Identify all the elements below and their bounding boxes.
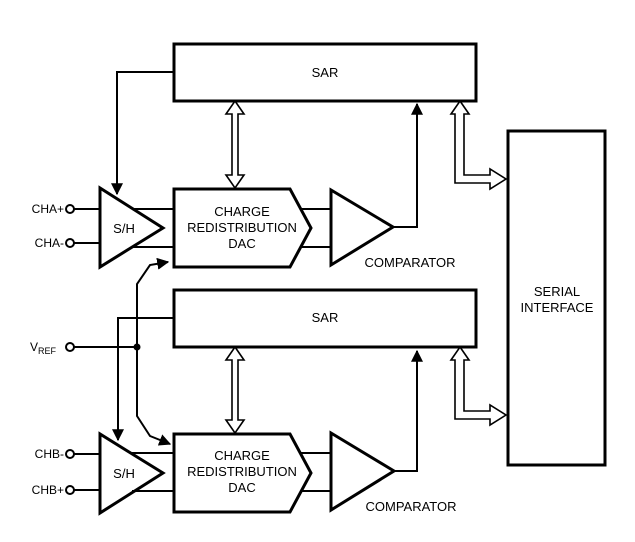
sh-top-label: S/H [113,221,135,236]
pin-cha-plus: CHA+ [32,202,64,216]
serial-interface-block: SERIAL INTERFACE [506,129,607,467]
dac-top-line2: REDISTRIBUTION [187,220,297,235]
dac-bottom-line3: DAC [228,480,255,495]
sar-dac-bus-bottom [224,345,246,435]
sh-top-amplifier: S/H [98,185,166,270]
vref-wiring [65,257,172,446]
sar-top-block: SAR [172,42,478,103]
pin-vref-main: V [30,340,38,354]
dac-bottom-block: CHARGE REDISTRIBUTION DAC [172,432,313,514]
sar-bottom-label: SAR [312,310,339,325]
dac-bottom-line2: REDISTRIBUTION [187,464,297,479]
sar-dac-bus-top [224,99,246,190]
sar-serial-bus-bottom [449,345,508,427]
sar-top-label: SAR [312,65,339,80]
serial-interface-line2: INTERFACE [521,300,594,315]
sh-bottom-label: S/H [113,466,135,481]
pin-chb-plus: CHB+ [32,483,64,497]
comparator-top: COMPARATOR [329,187,456,270]
sh-bottom-amplifier: S/H [98,431,166,516]
comparator-top-label: COMPARATOR [364,255,455,270]
dac-top-line1: CHARGE [214,204,270,219]
pin-cha-minus: CHA- [35,236,64,250]
pin-chb-minus: CHB- [35,447,64,461]
serial-interface-line1: SERIAL [534,284,580,299]
sar-serial-bus-top [449,99,508,191]
sar-bottom-block: SAR [172,288,478,349]
dac-bottom-line1: CHARGE [214,448,270,463]
top-wiring [65,71,423,248]
comparator-bottom-label: COMPARATOR [365,499,456,514]
pin-vref: VREF [30,340,57,356]
bottom-wiring [65,317,423,495]
pin-vref-sub: REF [38,346,57,356]
dac-top-block: CHARGE REDISTRIBUTION DAC [172,187,313,269]
comparator-bottom: COMPARATOR [329,430,457,514]
dac-top-line3: DAC [228,236,255,251]
